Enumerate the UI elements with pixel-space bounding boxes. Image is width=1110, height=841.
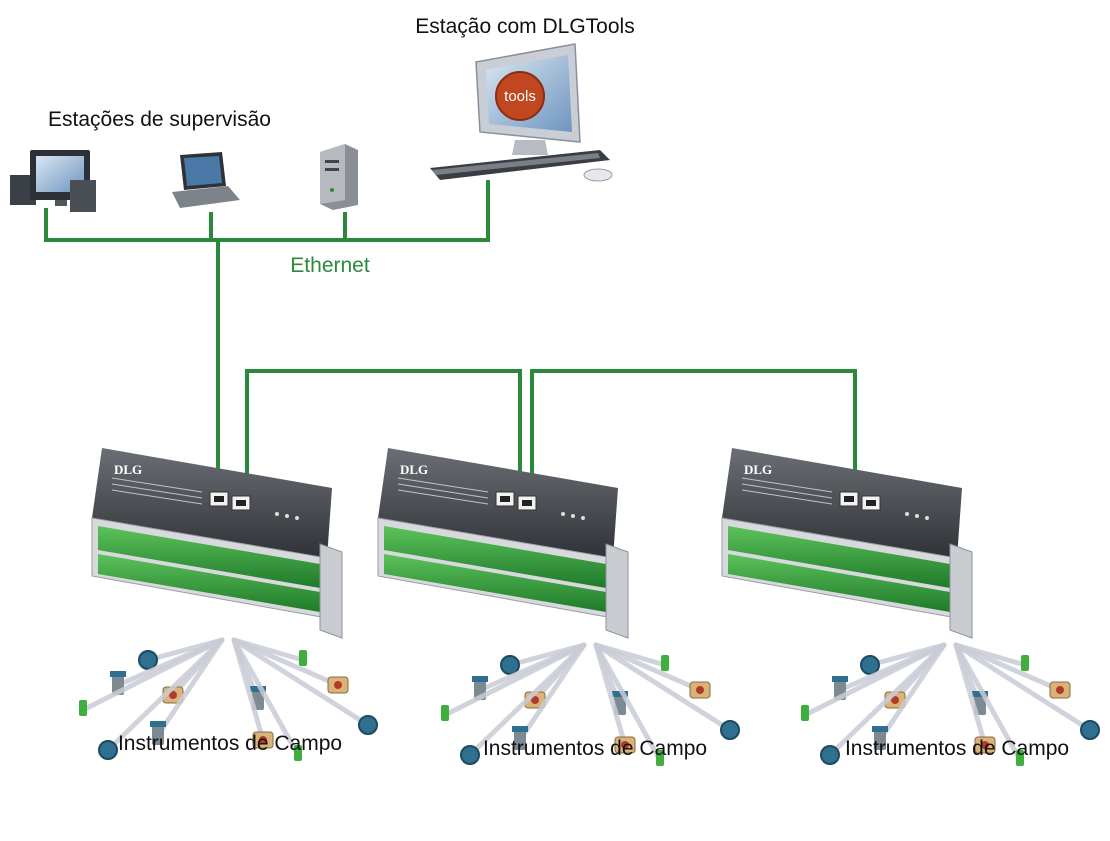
signal-ray <box>517 642 587 743</box>
dlg-brand-2: DLG <box>400 462 428 477</box>
server-tower-icon <box>320 144 358 210</box>
field-instrument-icon <box>874 730 886 750</box>
field-instruments-label-1: Instrumentos de Campo <box>118 732 342 755</box>
field-instrument-icon <box>820 745 840 765</box>
field-instruments-cluster-1 <box>79 637 378 761</box>
field-instruments-label-2: Instrumentos de Campo <box>483 737 707 760</box>
ethernet-label: Ethernet <box>290 254 370 277</box>
dlg-brand-1: DLG <box>114 462 142 477</box>
signal-ray <box>231 637 266 743</box>
dlg-device-3: DLG <box>721 447 973 639</box>
field-instruments-cluster-2 <box>441 642 740 766</box>
signal-ray <box>953 642 1023 763</box>
supervision-stations-label: Estações de supervisão <box>48 108 271 131</box>
field-instrument-icon <box>1080 720 1100 740</box>
field-instrument-icon <box>299 650 307 666</box>
tools-logo-text: tools <box>504 88 536 105</box>
field-instruments-cluster-3 <box>801 642 1100 766</box>
dlgtools-station-label: Estação com DLGTools <box>415 15 634 38</box>
signal-ray <box>593 642 628 748</box>
field-instrument-icon <box>1021 655 1029 671</box>
field-instrument-icon <box>661 655 669 671</box>
signal-ray <box>105 637 225 753</box>
field-instrument-icon <box>514 730 526 750</box>
field-instrument-icon <box>720 720 740 740</box>
signal-ray <box>155 637 225 738</box>
signal-ray <box>231 637 371 728</box>
signal-ray <box>953 642 1063 693</box>
signal-ray <box>877 642 947 743</box>
signal-ray <box>593 642 663 763</box>
dlg-device-1: DLG <box>91 447 343 639</box>
laptop-icon <box>172 152 240 208</box>
signal-ray <box>953 642 988 748</box>
signal-ray <box>593 642 703 693</box>
field-instrument-icon <box>656 750 664 766</box>
field-instrument-icon <box>1016 750 1024 766</box>
signal-ray <box>467 642 587 758</box>
field-instrument-icon <box>500 655 520 675</box>
field-instrument-icon <box>460 745 480 765</box>
field-instrument-icon <box>79 700 87 716</box>
field-instrument-icon <box>138 650 158 670</box>
signal-ray <box>827 642 947 758</box>
dlgtools-workstation-icon: tools <box>430 43 613 182</box>
dlg-device-2: DLG <box>377 447 629 639</box>
signal-ray <box>442 642 587 718</box>
signal-ray <box>593 642 733 733</box>
signal-ray <box>80 637 225 713</box>
field-instrument-icon <box>152 725 164 745</box>
field-instrument-icon <box>358 715 378 735</box>
field-instrument-icon <box>801 705 809 721</box>
signal-ray <box>953 642 1093 733</box>
field-instrument-icon <box>860 655 880 675</box>
field-instrument-icon <box>98 740 118 760</box>
signal-ray <box>231 637 341 688</box>
field-instrument-icon <box>441 705 449 721</box>
field-instruments-label-3: Instrumentos de Campo <box>845 737 1069 760</box>
desktop-computer-icon <box>10 150 96 212</box>
signal-ray <box>231 637 301 758</box>
ethernet-network <box>44 180 857 492</box>
dlg-brand-3: DLG <box>744 462 772 477</box>
signal-ray <box>802 642 947 718</box>
field-instrument-icon <box>294 745 302 761</box>
